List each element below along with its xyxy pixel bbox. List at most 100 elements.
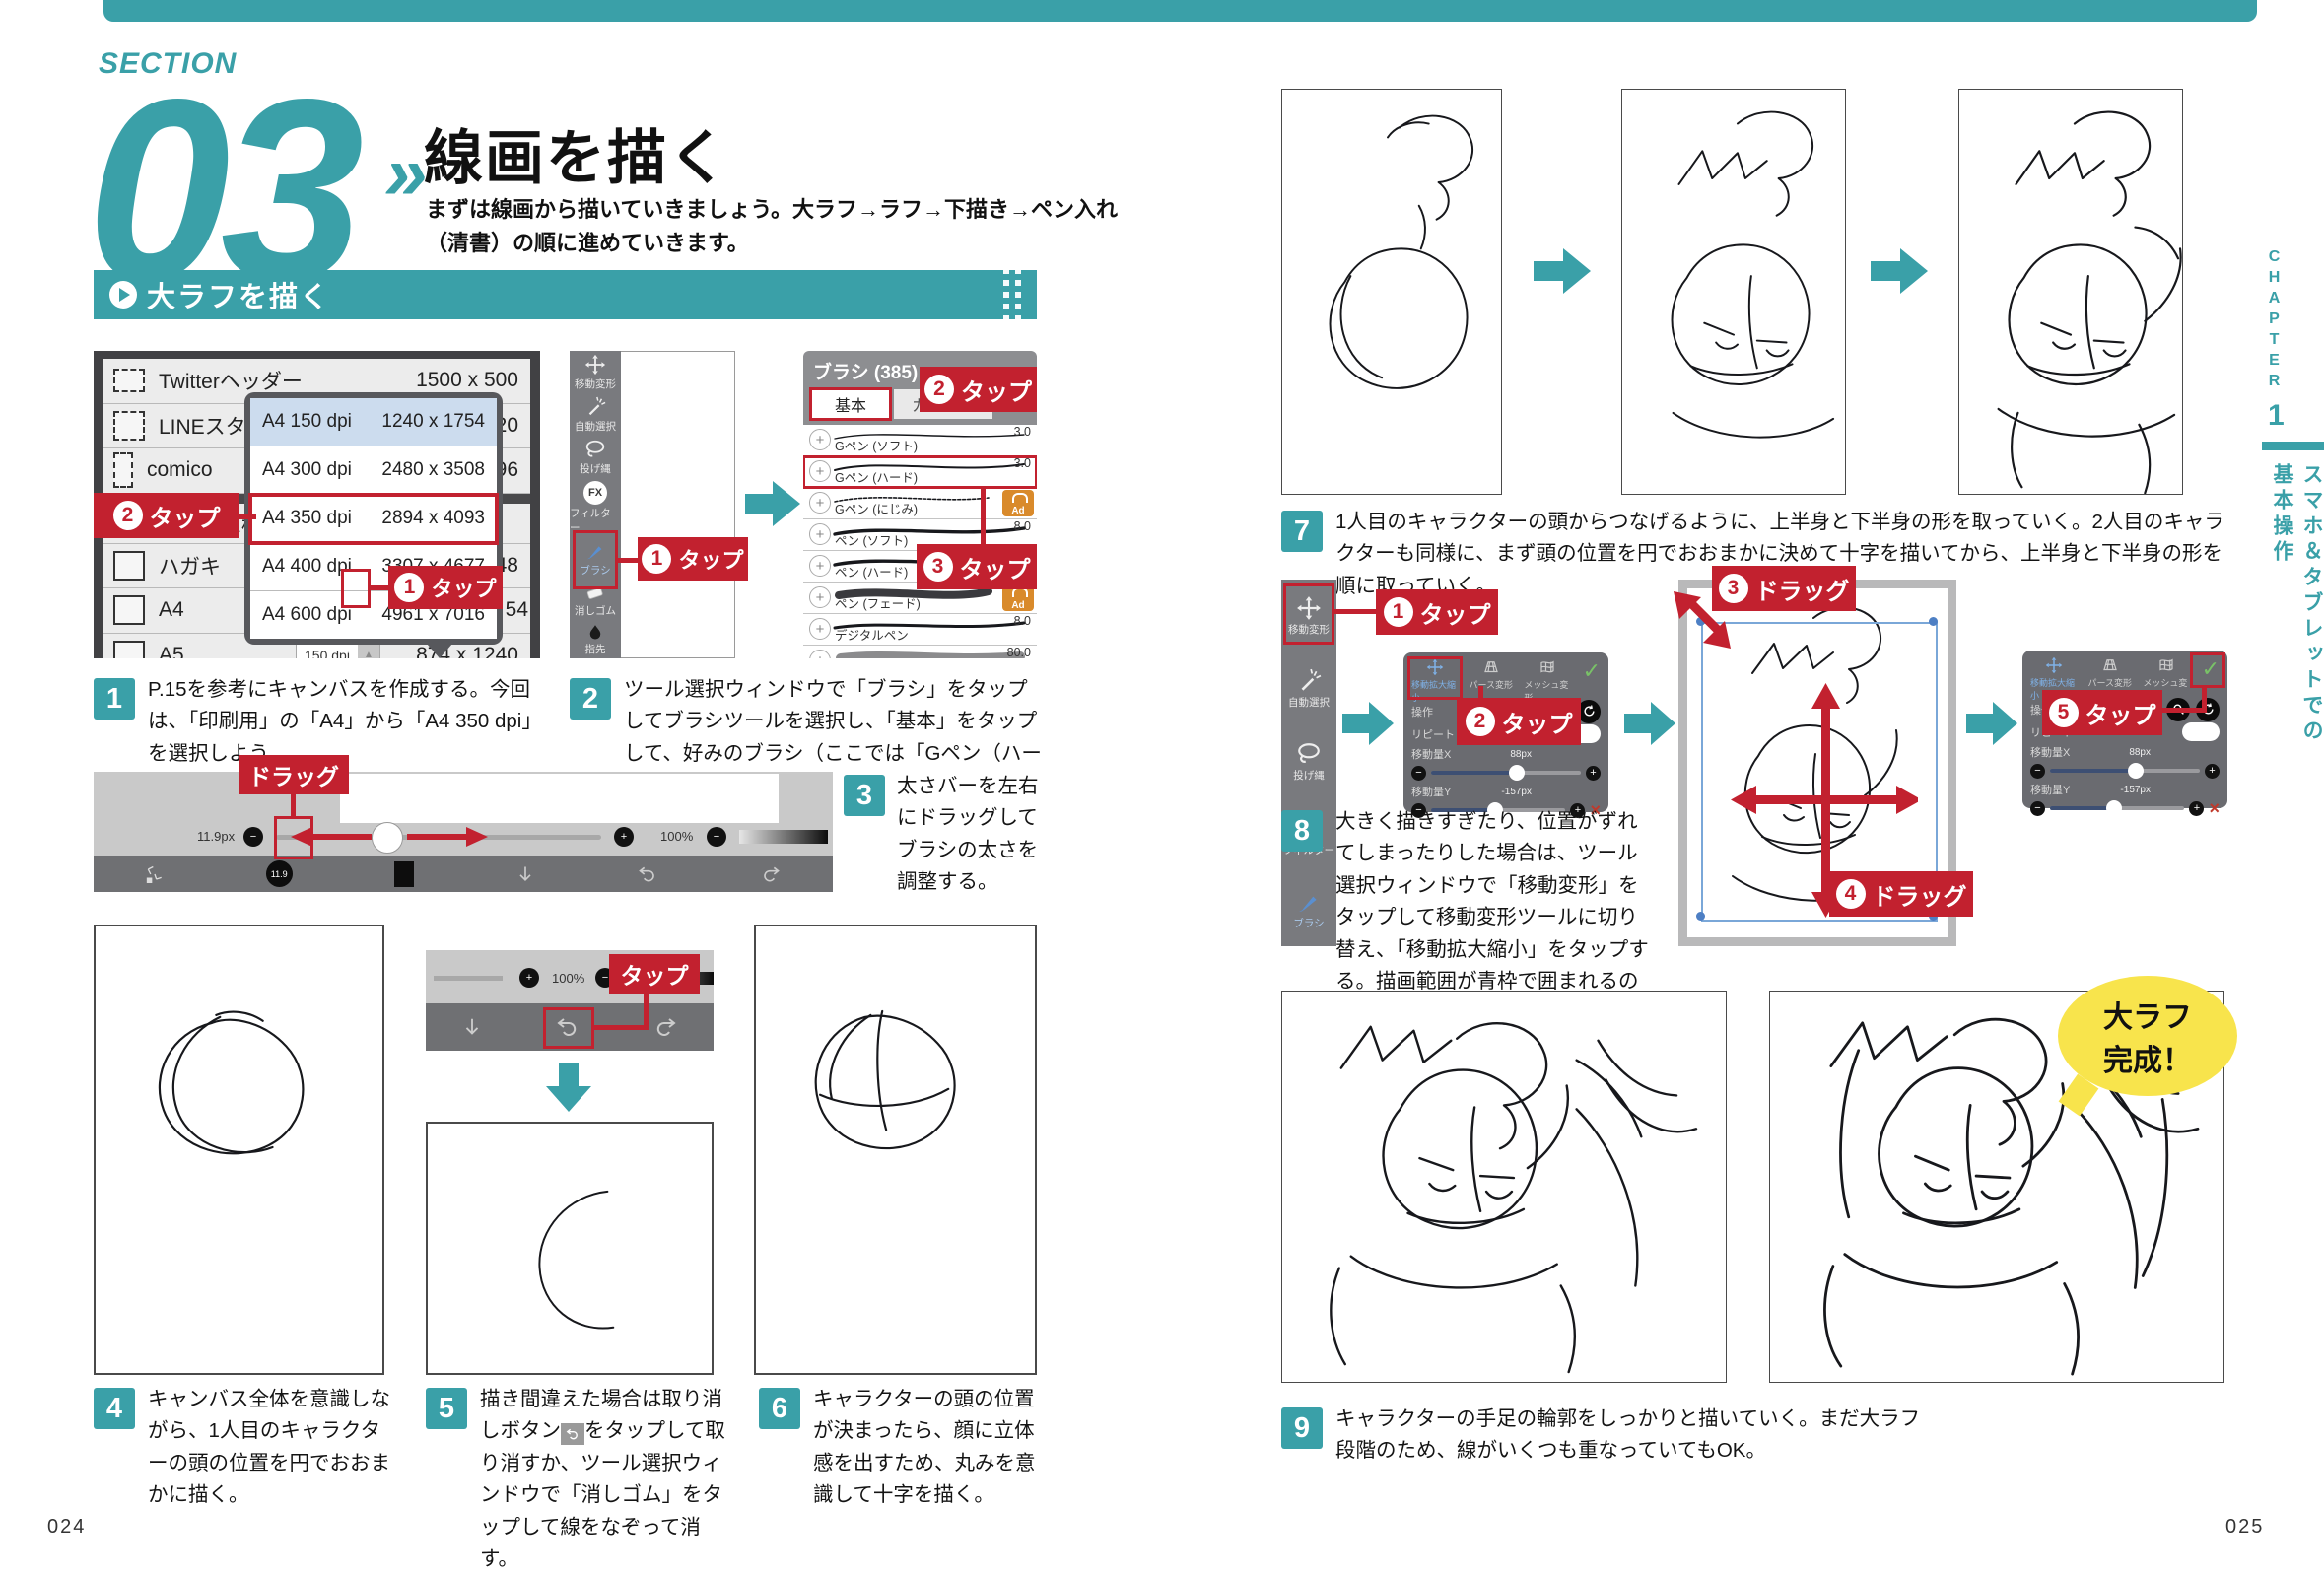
bubble-line1: 大ラフ — [2103, 1001, 2192, 1034]
cancel-cross-icon[interactable]: × — [2209, 797, 2220, 818]
undo-screenshot: + 100% − — [426, 925, 714, 1051]
drag-dots-icon[interactable] — [1003, 268, 1021, 321]
band-title: 大ラフを描く — [147, 282, 331, 313]
add-icon[interactable]: + — [809, 618, 831, 640]
redo-icon[interactable] — [652, 1015, 678, 1039]
undo-icon[interactable] — [555, 1015, 581, 1039]
checkbox-icon[interactable] — [113, 550, 145, 581]
selection-handle[interactable] — [1929, 617, 1938, 626]
move-x-value: 88px — [1510, 748, 1532, 760]
rotate-button[interactable] — [1577, 699, 1601, 723]
tag-number: 4 — [1835, 879, 1866, 909]
brush-item[interactable]: +Gペン (ソフト)3.0 — [803, 425, 1037, 456]
brush-item[interactable]: +ペン (ソフト)8.0 — [803, 519, 1037, 551]
confirm-check-icon[interactable]: ✓ — [2201, 656, 2220, 681]
move-x-slider[interactable]: −+ — [2030, 761, 2220, 781]
tool-eraser[interactable]: 消しゴム — [575, 583, 616, 618]
tool-lasso[interactable]: 投げ縄 — [1293, 741, 1325, 783]
sketch-panel-step6 — [754, 925, 1037, 1375]
add-icon[interactable]: + — [809, 429, 831, 450]
add-icon[interactable]: + — [809, 555, 831, 577]
tool-auto-select[interactable]: 自動選択 — [575, 396, 616, 434]
confirm-check-icon[interactable]: ✓ — [1582, 658, 1601, 683]
undo-icon[interactable] — [637, 864, 658, 884]
tool-move-transform[interactable]: 移動変形 — [575, 354, 616, 391]
tag-label: タップ — [2085, 702, 2156, 729]
slider-track[interactable] — [434, 976, 503, 981]
step-number: 6 — [759, 1388, 800, 1429]
transform-icon[interactable] — [145, 864, 165, 884]
section-kicker: SECTION — [99, 47, 238, 80]
tag-label: タップ — [431, 577, 497, 601]
checkbox-icon[interactable] — [113, 369, 145, 393]
tool-brush[interactable]: ブラシ — [580, 540, 611, 578]
flow-arrow-down-icon — [546, 1063, 591, 1112]
move-y-label: 移動量Y — [2030, 785, 2071, 796]
tab-move-scale[interactable]: 移動拡大縮小 — [2030, 656, 2077, 702]
redo-icon[interactable] — [760, 864, 782, 884]
color-swatch[interactable] — [393, 860, 414, 887]
cancel-cross-icon[interactable]: × — [1590, 799, 1601, 820]
move-y-slider[interactable]: −+× — [1411, 800, 1601, 820]
brush-item[interactable]: +Gペン (にじみ)Ad — [803, 488, 1037, 519]
checkbox-icon[interactable] — [113, 640, 145, 658]
minus-button[interactable]: − — [707, 827, 726, 847]
step-text: 描き間違えた場合は取り消しボタンをタップして取り消すか、ツール選択ウィンドウで「… — [480, 1384, 728, 1575]
chapter-title: スマホ＆タブレットでの基本操作 — [2271, 463, 2323, 745]
repeat-label: リピート — [1411, 728, 1455, 741]
checkbox-icon[interactable] — [113, 595, 145, 626]
option-label: A4 350 dpi — [262, 508, 352, 528]
tag-label: タップ — [620, 963, 689, 989]
add-icon[interactable]: + — [809, 460, 831, 482]
brush-size-chip[interactable]: 11.9 — [265, 860, 293, 887]
option-label: A4 600 dpi — [262, 604, 352, 625]
tool-auto-select[interactable]: 自動選択 — [1288, 668, 1330, 710]
tool-move-transform[interactable]: 移動変形 — [1288, 595, 1330, 637]
minus-button[interactable]: − — [243, 827, 263, 847]
move-y-value: -157px — [2120, 784, 2151, 795]
tab-basic[interactable]: 基本 — [808, 387, 893, 421]
down-arrow-icon[interactable] — [515, 864, 535, 884]
down-arrow-icon[interactable] — [461, 1016, 483, 1038]
size-slider-knob[interactable] — [372, 822, 403, 854]
flow-arrow-icon — [1871, 248, 1928, 294]
tag-label: タップ — [1501, 711, 1573, 738]
tool-lasso[interactable]: 投げ縄 — [580, 439, 611, 476]
checkbox-icon[interactable] — [113, 410, 145, 441]
step-number: 3 — [844, 775, 885, 816]
repeat-toggle[interactable] — [2182, 722, 2220, 741]
top-accent-bar — [103, 0, 2257, 22]
brush-item[interactable]: +80.0 — [803, 646, 1037, 658]
add-icon[interactable]: + — [809, 523, 831, 545]
move-y-label: 移動量Y — [1411, 787, 1452, 798]
brush-panel: ブラシ (385) 基本 カスタム +Gペン (ソフト)3.0 +Gペン (ハー… — [803, 351, 1037, 658]
move-y-slider[interactable]: −+× — [2030, 798, 2220, 818]
canvas-white-area — [340, 774, 779, 823]
tool-smudge[interactable]: 指先 — [585, 623, 606, 656]
selection-handle[interactable] — [1696, 912, 1705, 921]
plus-button[interactable]: + — [614, 827, 634, 847]
move-x-slider[interactable]: −+ — [1411, 763, 1601, 783]
sketch-panel-step4 — [94, 925, 384, 1375]
section-chevron-icon: » — [384, 129, 428, 216]
checkbox-icon[interactable] — [113, 452, 133, 489]
plus-button[interactable]: + — [519, 968, 539, 988]
sketch-panel-rough-left — [1281, 991, 1727, 1383]
tab-perspective[interactable]: パース変形 — [1468, 658, 1514, 691]
add-icon[interactable]: + — [809, 586, 831, 608]
opacity-gradient-bar[interactable] — [739, 830, 828, 844]
tab-perspective[interactable]: パース変形 — [2086, 656, 2133, 689]
brush-item[interactable]: +Gペン (ハード)3.0 — [803, 455, 1037, 489]
add-icon[interactable]: + — [809, 650, 831, 658]
add-icon[interactable]: + — [809, 492, 831, 514]
tool-brush[interactable]: ブラシ — [1293, 889, 1325, 930]
selection-frame[interactable] — [1701, 622, 1938, 922]
selection-handle[interactable] — [1696, 617, 1705, 626]
